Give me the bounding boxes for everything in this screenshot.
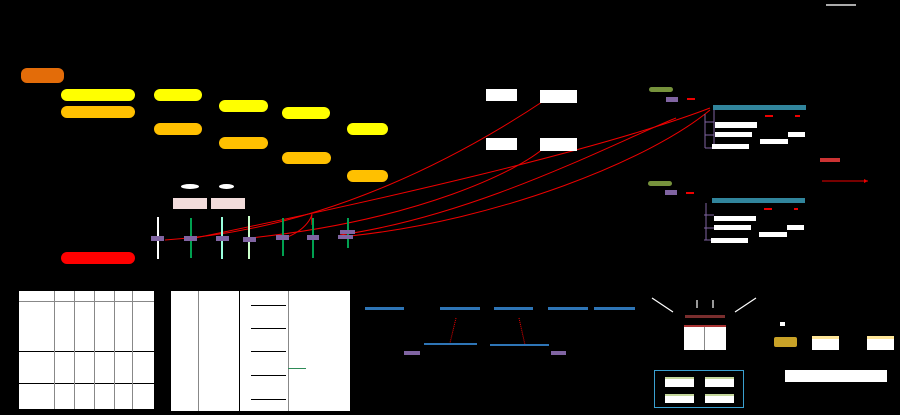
legend-note bbox=[785, 370, 887, 382]
flow-node[interactable] bbox=[61, 89, 135, 101]
info-box bbox=[715, 132, 752, 137]
schedule-sheet-image bbox=[171, 291, 350, 411]
container-box bbox=[654, 370, 744, 408]
red-connector bbox=[339, 117, 677, 236]
info-box bbox=[540, 90, 577, 103]
component-box bbox=[684, 325, 726, 350]
info-box bbox=[715, 122, 757, 128]
stage-tag[interactable] bbox=[276, 235, 289, 240]
info-box bbox=[486, 138, 517, 150]
stage-tag[interactable] bbox=[665, 190, 677, 195]
flow-node[interactable] bbox=[282, 107, 330, 119]
lane-bar bbox=[594, 307, 635, 310]
red-mark bbox=[764, 208, 772, 210]
module-box bbox=[665, 394, 694, 403]
flow-node[interactable] bbox=[347, 123, 388, 135]
info-box bbox=[714, 225, 751, 230]
info-box bbox=[760, 139, 788, 144]
flow-node[interactable] bbox=[219, 137, 268, 149]
lane-bar bbox=[548, 307, 588, 310]
purple-bracket bbox=[704, 203, 714, 241]
info-box bbox=[540, 138, 577, 151]
service-box bbox=[812, 336, 839, 350]
ellipse-node[interactable] bbox=[181, 184, 199, 189]
lane-bar bbox=[494, 307, 533, 310]
lane-bar bbox=[490, 344, 549, 346]
group-label bbox=[649, 87, 673, 92]
stage-tag[interactable] bbox=[551, 351, 566, 355]
ellipse-node[interactable] bbox=[219, 184, 234, 189]
header-bar bbox=[685, 315, 725, 318]
red-mark bbox=[687, 98, 695, 100]
stage-tag[interactable] bbox=[404, 351, 420, 355]
user-icon bbox=[780, 322, 785, 326]
info-box bbox=[714, 216, 756, 221]
flow-node[interactable] bbox=[61, 106, 135, 118]
lane-bar bbox=[424, 343, 477, 345]
red-start-box[interactable] bbox=[61, 252, 135, 264]
stage-tag[interactable] bbox=[216, 236, 229, 241]
module-box bbox=[705, 394, 734, 403]
flow-node[interactable] bbox=[347, 170, 388, 182]
module-box bbox=[665, 377, 694, 387]
info-box bbox=[486, 89, 517, 101]
section-header bbox=[712, 198, 805, 203]
stage-tag[interactable] bbox=[338, 235, 353, 239]
lane-bar bbox=[365, 307, 404, 310]
red-mark bbox=[765, 115, 773, 117]
flow-node[interactable] bbox=[219, 100, 268, 112]
table-image bbox=[19, 291, 154, 409]
service-box bbox=[867, 336, 894, 350]
info-box bbox=[759, 232, 787, 237]
group-label bbox=[648, 181, 672, 186]
info-box bbox=[788, 132, 805, 137]
lane-bar bbox=[440, 307, 480, 310]
module-box bbox=[705, 377, 734, 387]
toolbar-text bbox=[826, 4, 856, 6]
stage-tag[interactable] bbox=[184, 236, 197, 241]
red-mark bbox=[794, 208, 798, 210]
purple-bracket bbox=[704, 108, 715, 149]
title-box[interactable] bbox=[21, 68, 64, 83]
note-box bbox=[173, 198, 207, 209]
flow-node[interactable] bbox=[154, 123, 202, 135]
red-connector bbox=[349, 109, 711, 237]
note-box bbox=[211, 198, 245, 209]
red-connector bbox=[164, 99, 546, 241]
red-mark bbox=[795, 115, 800, 117]
stage-tag[interactable] bbox=[340, 230, 355, 234]
stage-tag[interactable] bbox=[151, 236, 164, 241]
right-annotation bbox=[820, 158, 840, 162]
stage-tag[interactable] bbox=[243, 237, 256, 242]
stage-tag[interactable] bbox=[666, 97, 678, 102]
stage-tag[interactable] bbox=[307, 235, 319, 240]
info-box bbox=[711, 238, 748, 243]
database-icon bbox=[774, 337, 797, 347]
red-connector bbox=[284, 213, 313, 239]
info-box bbox=[712, 144, 749, 149]
red-mark bbox=[686, 192, 694, 194]
section-header bbox=[713, 105, 806, 110]
info-box bbox=[787, 225, 804, 230]
flow-node[interactable] bbox=[154, 89, 202, 101]
flow-node[interactable] bbox=[282, 152, 331, 164]
